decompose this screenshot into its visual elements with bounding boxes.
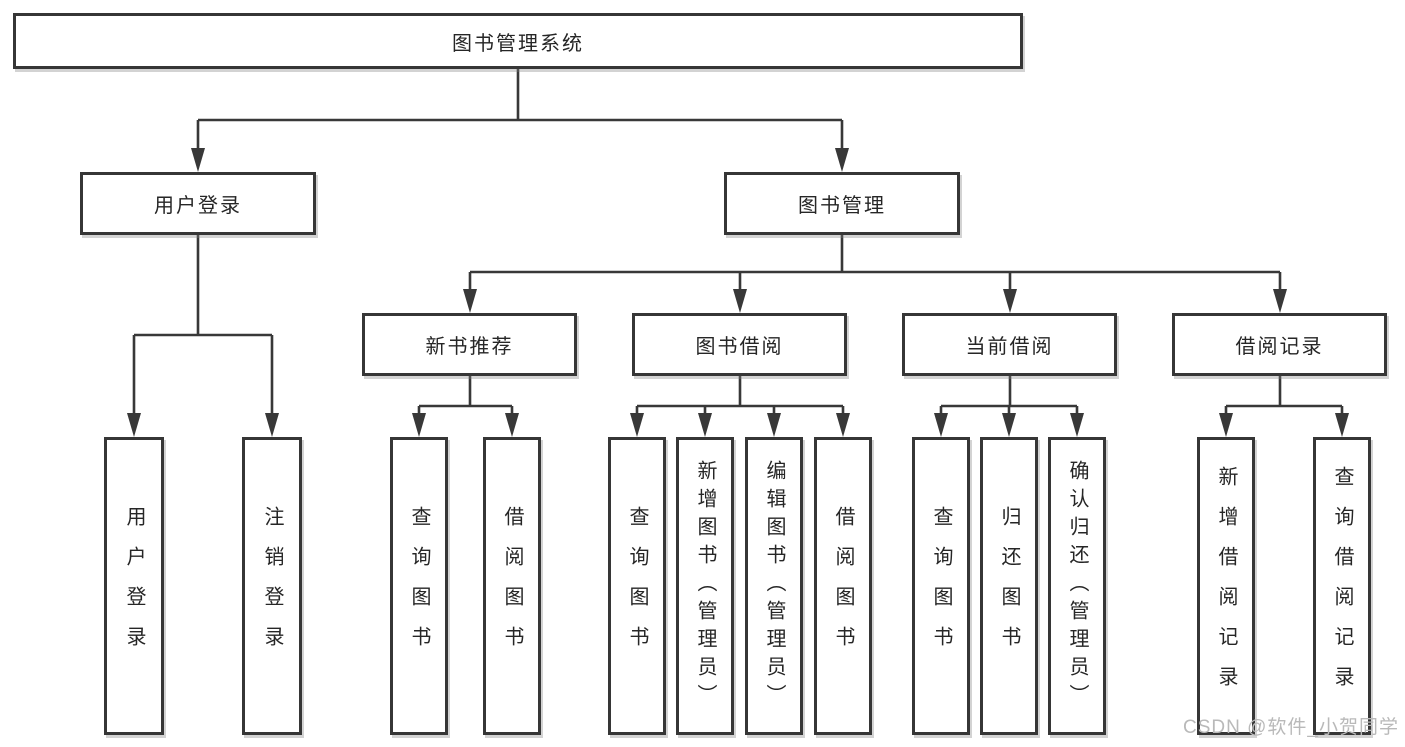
node-book-borrow: 图书借阅 [632,313,847,376]
node-current-borrow: 当前借阅 [902,313,1117,376]
csdn-watermark: CSDN @软件_小贺同学 [1183,717,1399,738]
node-new-book-recommend: 新书推荐 [362,313,577,376]
node-label: 借阅图书 [832,506,854,666]
node-label: 新书推荐 [425,336,514,358]
node-recommend-borrow-books: 借阅图书 [483,437,541,735]
node-label: 图书管理系统 [452,32,584,55]
node-borrow-records: 借阅记录 [1172,313,1387,376]
node-label: 当前借阅 [965,336,1054,358]
node-label: 新增借阅记录 [1215,466,1237,706]
node-current-query-books: 查询图书 [912,437,970,735]
node-label: 查询借阅记录 [1331,466,1353,706]
node-label: 注销登录 [261,506,283,666]
node-label: 图书管理 [798,195,886,217]
node-label: 用户登录 [154,195,242,217]
node-label: 归还图书 [998,506,1020,666]
node-edit-books-admin: 编辑图书（管理员） [745,437,803,735]
node-query-borrow-record: 查询借阅记录 [1313,437,1371,735]
node-label: 新增图书（管理员） [694,460,716,712]
node-label: 图书借阅 [695,336,784,358]
node-book-management: 图书管理 [724,172,960,235]
node-library-management-system: 图书管理系统 [13,13,1023,69]
node-borrow-books: 借阅图书 [814,437,872,735]
node-label: 借阅记录 [1235,336,1324,358]
node-add-books-admin: 新增图书（管理员） [676,437,734,735]
node-add-borrow-record: 新增借阅记录 [1197,437,1255,735]
node-recommend-query-books: 查询图书 [390,437,448,735]
node-return-books: 归还图书 [980,437,1038,735]
node-label: 借阅图书 [501,506,523,666]
node-label: 查询图书 [930,506,952,666]
node-label: 查询图书 [626,506,648,666]
node-label: 用户登录 [123,506,145,666]
arrowheads [127,148,1349,437]
node-confirm-return-admin: 确认归还（管理员） [1048,437,1106,735]
node-borrow-query-books: 查询图书 [608,437,666,735]
node-label: 编辑图书（管理员） [763,460,785,712]
node-user-login-action: 用户登录 [104,437,164,735]
node-logout-action: 注销登录 [242,437,302,735]
node-user-login: 用户登录 [80,172,316,235]
node-label: 确认归还（管理员） [1066,460,1088,712]
node-label: 查询图书 [408,506,430,666]
